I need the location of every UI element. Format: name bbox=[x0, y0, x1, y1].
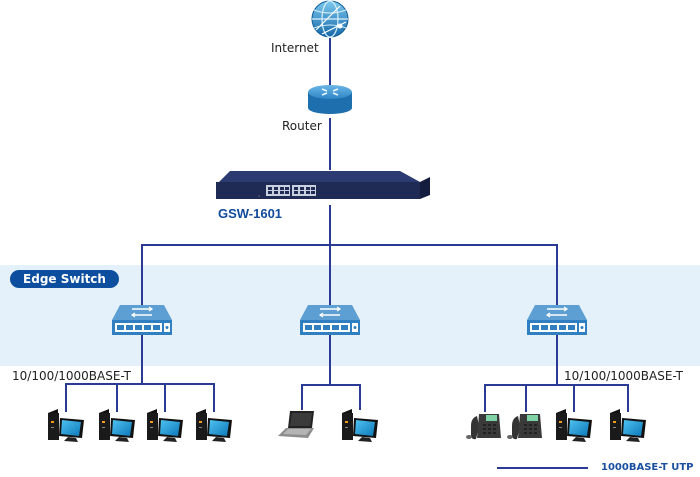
edge-switch-zone-label: Edge Switch bbox=[10, 270, 119, 288]
desktop-pc-icon bbox=[556, 409, 592, 442]
link-left-bus bbox=[65, 383, 215, 412]
core-switch-label: GSW-1601 bbox=[218, 206, 283, 221]
edge-switch-right-icon bbox=[526, 304, 588, 336]
links bbox=[65, 38, 629, 412]
link-core-edges bbox=[141, 244, 558, 310]
port-label-left: 10/100/1000BASE-T bbox=[12, 369, 131, 383]
router-icon bbox=[308, 85, 352, 114]
port-label-right: 10/100/1000BASE-T bbox=[564, 369, 683, 383]
edge-switch-center-icon bbox=[299, 304, 361, 336]
edge-switch-left-icon bbox=[112, 305, 172, 335]
link-center-bus bbox=[301, 384, 361, 410]
desktop-pc-icon bbox=[196, 409, 232, 442]
legend-label: 1000BASE-T UTP bbox=[601, 462, 694, 473]
desktop-pc-icon bbox=[342, 409, 378, 442]
desktop-pc-icon bbox=[48, 409, 84, 442]
laptop-icon bbox=[278, 411, 314, 438]
ip-phone-icon bbox=[507, 414, 542, 440]
router-label: Router bbox=[282, 119, 322, 133]
globe-icon bbox=[311, 0, 349, 38]
link-right-bus bbox=[484, 384, 629, 412]
desktop-pc-icon bbox=[610, 409, 646, 442]
core-switch-icon bbox=[216, 171, 430, 199]
desktop-pc-icon bbox=[147, 409, 183, 442]
desktop-pc-icon bbox=[99, 409, 135, 442]
internet-label: Internet bbox=[271, 41, 319, 55]
ip-phone-icon bbox=[466, 414, 501, 440]
